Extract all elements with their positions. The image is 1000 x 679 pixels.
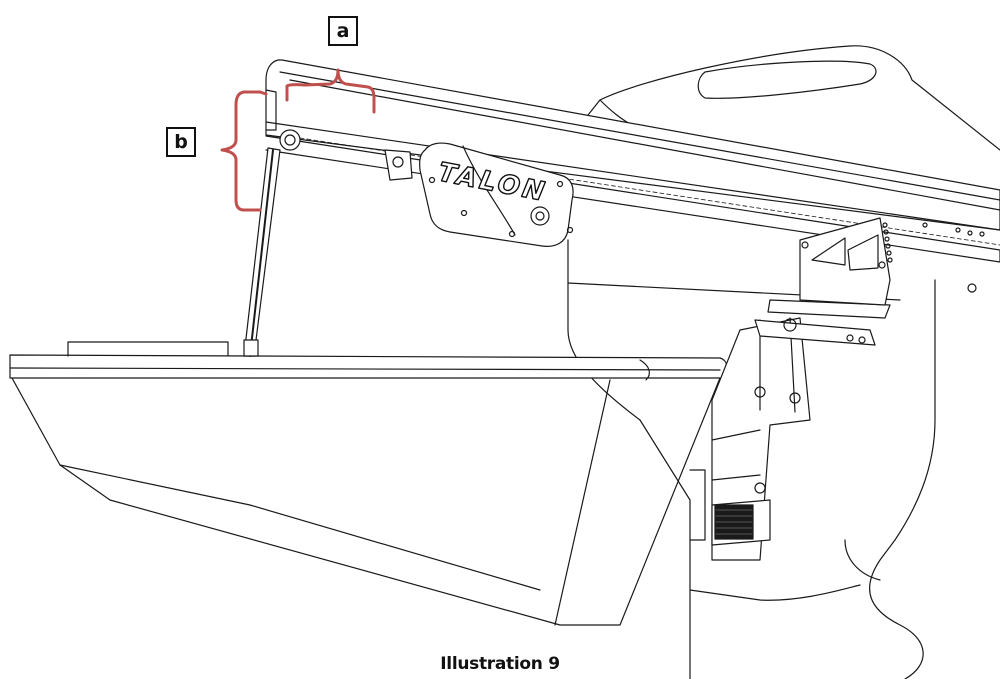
boat-hull <box>9 341 729 626</box>
anchor-spike <box>243 147 281 357</box>
outboard-motor <box>567 45 1000 679</box>
figure-caption: Illustration 9 <box>440 654 560 674</box>
anchor-rail <box>265 59 1000 293</box>
pivot-fitting <box>279 129 413 181</box>
callout-label-a: a <box>328 16 358 46</box>
transom-bracket <box>689 299 891 561</box>
dimension-bracket-a <box>285 68 376 114</box>
dimension-bracket-b <box>220 90 268 212</box>
callout-label-b: b <box>166 127 196 157</box>
rail-mount-plate <box>799 217 893 306</box>
